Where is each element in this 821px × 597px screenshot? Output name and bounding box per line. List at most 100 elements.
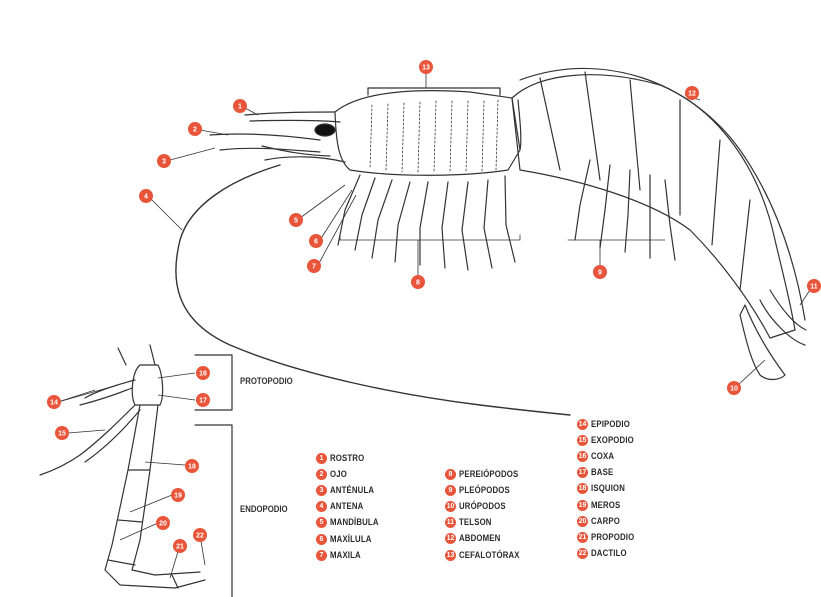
svg-text:12: 12 bbox=[688, 91, 696, 98]
legend-text: MANDÍBULA bbox=[330, 517, 379, 528]
svg-text:9: 9 bbox=[598, 270, 602, 277]
legend-text: COXA bbox=[591, 451, 614, 462]
svg-text:19: 19 bbox=[174, 493, 182, 500]
callout-badges: 1 2 3 4 5 6 7 8 9 10 11 12 13 14 15 16 1… bbox=[47, 60, 821, 553]
legend-text: MEROS bbox=[591, 500, 620, 511]
legend-number-badge: 2 bbox=[316, 469, 327, 480]
callout-epipodio: 14 bbox=[47, 395, 61, 409]
callout-antena: 4 bbox=[139, 189, 153, 203]
antennule bbox=[210, 134, 320, 152]
legend-number-badge: 12 bbox=[445, 533, 456, 544]
callout-carpo: 20 bbox=[156, 516, 170, 530]
legend-number-badge: 22 bbox=[577, 548, 588, 559]
legend-text: CEFALOTÓRAX bbox=[459, 550, 520, 561]
legend-text: DACTILO bbox=[591, 548, 627, 559]
callout-antenula: 3 bbox=[157, 154, 171, 168]
svg-text:6: 6 bbox=[314, 239, 318, 246]
legend-text: PROPODIO bbox=[591, 532, 634, 543]
protopodio-label: PROTOPODIO bbox=[240, 376, 293, 387]
svg-text:10: 10 bbox=[730, 386, 738, 393]
callout-abdomen: 12 bbox=[685, 86, 699, 100]
callout-dactilo: 22 bbox=[193, 528, 207, 542]
callout-meros: 19 bbox=[171, 488, 185, 502]
callout-pereiopodos: 8 bbox=[411, 275, 425, 289]
callout-coxa: 16 bbox=[196, 366, 210, 380]
legend-text: URÓPODOS bbox=[459, 501, 506, 512]
legend-text: PLEÓPODOS bbox=[459, 485, 510, 496]
legend-number-badge: 19 bbox=[577, 500, 588, 511]
legend-number-badge: 9 bbox=[445, 485, 456, 496]
legend-text: EXOPODIO bbox=[591, 435, 634, 446]
svg-text:3: 3 bbox=[162, 159, 166, 166]
legend-number-badge: 10 bbox=[445, 501, 456, 512]
legend-number-badge: 21 bbox=[577, 532, 588, 543]
svg-text:13: 13 bbox=[422, 65, 430, 72]
legend-number-badge: 17 bbox=[577, 467, 588, 478]
svg-text:20: 20 bbox=[159, 521, 167, 528]
callout-base: 17 bbox=[196, 393, 210, 407]
svg-text:14: 14 bbox=[50, 400, 58, 407]
legend-text: MAXILA bbox=[330, 550, 361, 561]
svg-text:21: 21 bbox=[176, 544, 184, 551]
dorsal-line bbox=[520, 68, 805, 320]
legend-number-badge: 8 bbox=[445, 469, 456, 480]
callout-rostro: 1 bbox=[233, 99, 247, 113]
legend-text: TELSON bbox=[459, 517, 492, 528]
legend-number-badge: 18 bbox=[577, 483, 588, 494]
endopodio-label: ENDOPODIO bbox=[240, 504, 288, 515]
legend-number-badge: 16 bbox=[577, 451, 588, 462]
callout-telson: 11 bbox=[807, 279, 821, 293]
callout-maxila: 7 bbox=[307, 259, 321, 273]
eye-shape bbox=[315, 124, 335, 136]
legend-text: ANTENA bbox=[330, 501, 363, 512]
legend-number-badge: 5 bbox=[316, 517, 327, 528]
legend-number-badge: 13 bbox=[445, 550, 456, 561]
callout-isquion: 18 bbox=[185, 459, 199, 473]
legend-text: EPIPODIO bbox=[591, 419, 630, 430]
callout-uropodos: 10 bbox=[727, 381, 741, 395]
legend-number-badge: 6 bbox=[316, 534, 327, 545]
legend-number-badge: 15 bbox=[577, 435, 588, 446]
callout-exopodio: 15 bbox=[55, 426, 69, 440]
uropod bbox=[740, 305, 785, 380]
svg-text:7: 7 bbox=[312, 264, 316, 271]
legend-text: OJO bbox=[330, 469, 347, 480]
appendage-protopod bbox=[132, 365, 162, 405]
svg-text:22: 22 bbox=[196, 533, 204, 540]
legend-number-badge: 14 bbox=[577, 419, 588, 430]
legend-text: BASE bbox=[591, 467, 613, 478]
svg-text:15: 15 bbox=[58, 431, 66, 438]
callout-maxilula: 6 bbox=[309, 234, 323, 248]
legend-text: ROSTRO bbox=[330, 453, 364, 464]
legend-number-badge: 3 bbox=[316, 485, 327, 496]
antenna bbox=[176, 165, 570, 415]
telson bbox=[760, 300, 805, 345]
callout-propodio: 21 bbox=[173, 539, 187, 553]
legend-text: ISQUION bbox=[591, 483, 625, 494]
legend-number-badge: 4 bbox=[316, 501, 327, 512]
legend-number-badge: 20 bbox=[577, 516, 588, 527]
legend-number-badge: 1 bbox=[316, 453, 327, 464]
legend-number-badge: 11 bbox=[445, 517, 456, 528]
svg-text:17: 17 bbox=[199, 398, 207, 405]
